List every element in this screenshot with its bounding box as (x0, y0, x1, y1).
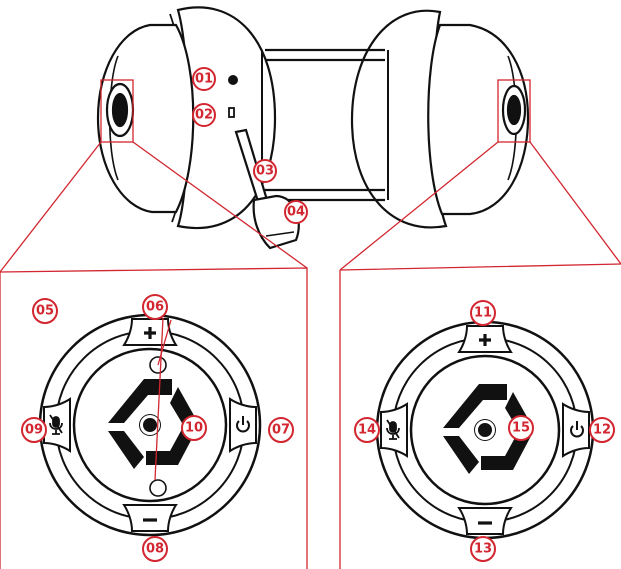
callout-14: 14 (355, 418, 379, 442)
callout-09-label: 09 (25, 423, 43, 438)
callout-13-label: 13 (474, 542, 492, 557)
callout-04: 04 (285, 201, 307, 223)
callout-09: 09 (22, 418, 46, 442)
callout-03-label: 03 (256, 164, 274, 179)
usb-port (229, 108, 234, 117)
right-volume-down-button (459, 508, 511, 534)
callout-11-label: 11 (474, 306, 492, 321)
callout-10-label: 10 (185, 421, 203, 436)
callout-05: 05 (33, 299, 57, 323)
headband (265, 50, 385, 200)
callout-14-label: 14 (358, 423, 376, 438)
callout-07-label: 07 (272, 423, 290, 438)
callout-08: 08 (143, 537, 167, 561)
callout-07: 07 (269, 418, 293, 442)
callout-06-label: 06 (146, 300, 164, 315)
right-control-detail (377, 322, 593, 538)
left-control-detail (40, 315, 260, 535)
left-volume-down-button (124, 505, 176, 531)
headset-overview (98, 7, 528, 248)
callout-08-label: 08 (146, 542, 164, 557)
callout-15: 15 (509, 416, 533, 440)
callout-06: 06 (143, 295, 167, 319)
led-indicator-bottom (150, 480, 166, 496)
callout-05-label: 05 (36, 304, 54, 319)
callout-13: 13 (471, 537, 495, 561)
callout-10: 10 (182, 416, 206, 440)
callout-12: 12 (590, 418, 614, 442)
callout-01: 01 (193, 68, 215, 90)
callout-15-label: 15 (512, 421, 530, 436)
callout-02: 02 (193, 104, 215, 126)
audio-jack-port (228, 75, 238, 85)
callout-12-label: 12 (593, 423, 611, 438)
callout-01-label: 01 (195, 72, 213, 87)
callout-02-label: 02 (195, 108, 213, 123)
callout-03: 03 (254, 160, 276, 182)
callout-11: 11 (471, 301, 495, 325)
callout-04-label: 04 (287, 205, 305, 220)
